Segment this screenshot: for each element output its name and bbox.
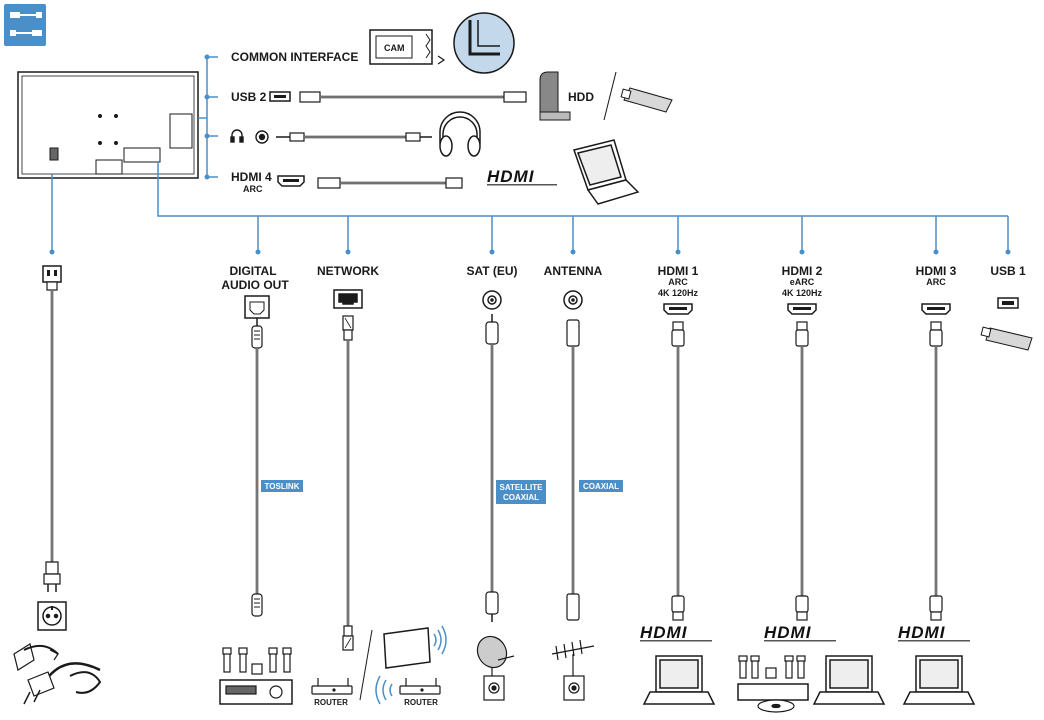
router-wireless: ROUTER xyxy=(375,675,441,707)
svg-text:SATELLITE: SATELLITE xyxy=(500,483,544,492)
label-hdmi2: HDMI 2 xyxy=(782,264,823,278)
power-cable xyxy=(42,265,62,592)
usb2-port-icon xyxy=(269,91,291,102)
connections-icon xyxy=(4,4,46,46)
laptop-top xyxy=(573,139,640,205)
hdmi-logo-1: HDMI xyxy=(640,623,688,642)
network-cable xyxy=(342,315,354,651)
hdmi3-cable xyxy=(929,321,943,621)
side-connector-bracket xyxy=(198,56,218,178)
laptop-hdmi2 xyxy=(812,655,886,705)
label-common-interface: COMMON INTERFACE xyxy=(231,50,358,64)
wireless-tv xyxy=(383,625,447,669)
router-label-2: ROUTER xyxy=(404,698,438,707)
tv-antenna xyxy=(551,639,595,701)
headphones xyxy=(439,111,481,157)
optical-port-icon xyxy=(244,295,270,319)
coaxial-cable xyxy=(566,319,580,621)
hdmi2-port-icon xyxy=(787,303,817,315)
laptop-hdmi3 xyxy=(902,655,976,705)
router-label-1: ROUTER xyxy=(314,698,348,707)
label-hdmi3-arc: ARC xyxy=(926,277,946,287)
satellite-coax-cable xyxy=(485,314,499,622)
svg-text:TOSLINK: TOSLINK xyxy=(265,482,300,491)
label-hdmi1: HDMI 1 xyxy=(658,264,699,278)
label-hdmi4-arc: ARC xyxy=(243,184,263,194)
label-hdmi1-4k: 4K 120Hz xyxy=(658,288,699,298)
hdd-drive: HDD xyxy=(539,71,594,121)
cam-label: CAM xyxy=(384,43,405,53)
router-wired: ROUTER xyxy=(311,678,353,707)
cam-slot-zoom xyxy=(453,12,515,74)
coaxial-tag: COAXIAL xyxy=(579,480,623,492)
label-usb2: USB 2 xyxy=(231,90,267,104)
label-usb1: USB 1 xyxy=(990,264,1026,278)
label-antenna: ANTENNA xyxy=(544,264,603,278)
ethernet-port-icon xyxy=(333,289,363,309)
home-theater-player xyxy=(737,655,809,713)
label-hdd: HDD xyxy=(568,90,594,104)
hdmi-logo-2: HDMI xyxy=(764,623,812,642)
power-plug-illustration xyxy=(13,643,102,705)
wall-socket-icon xyxy=(37,601,67,631)
hdmi1-port-icon xyxy=(663,303,693,315)
hdmi-logo-3: HDMI xyxy=(898,623,946,642)
hdmi-logo-top: HDMI xyxy=(487,167,535,186)
label-hdmi1-arc: ARC xyxy=(668,277,688,287)
svg-text:COAXIAL: COAXIAL xyxy=(583,482,619,491)
audio-receiver-system xyxy=(219,647,293,705)
label-sat: SAT (EU) xyxy=(466,264,517,278)
label-hdmi3: HDMI 3 xyxy=(916,264,957,278)
bottom-connector-bus xyxy=(51,162,1009,252)
tv-rear-panel xyxy=(17,71,199,179)
headphone-cable xyxy=(276,132,432,142)
usb-cable xyxy=(299,91,527,103)
usb-stick-top xyxy=(620,87,673,113)
hdmi2-cable xyxy=(795,321,809,621)
hdmi1-cable xyxy=(671,321,685,621)
svg-text:COAXIAL: COAXIAL xyxy=(503,493,539,502)
label-hdmi4: HDMI 4 xyxy=(231,170,272,184)
antenna-port-icon xyxy=(563,290,583,310)
label-audio-out: AUDIO OUT xyxy=(221,278,289,292)
label-hdmi2-earc: eARC xyxy=(790,277,815,287)
usb-stick-bottom xyxy=(980,326,1033,351)
hdmi-cable-top xyxy=(317,177,463,189)
laptop-hdmi1 xyxy=(642,655,716,705)
label-digital: DIGITAL xyxy=(229,264,276,278)
sat-port-icon xyxy=(482,290,502,310)
hdmi3-port-icon xyxy=(921,303,951,315)
usb1-port-icon xyxy=(997,297,1019,309)
cam-module: CAM xyxy=(369,29,446,65)
toslink-tag: TOSLINK xyxy=(261,480,303,492)
label-hdmi2-4k: 4K 120Hz xyxy=(782,288,823,298)
headphone-icon xyxy=(230,129,269,144)
label-network: NETWORK xyxy=(317,264,379,278)
toslink-cable xyxy=(251,318,263,617)
satellite-dish xyxy=(476,635,515,701)
hdmi4-port-icon xyxy=(277,175,305,187)
satellite-coaxial-tag: SATELLITE COAXIAL xyxy=(496,480,546,504)
